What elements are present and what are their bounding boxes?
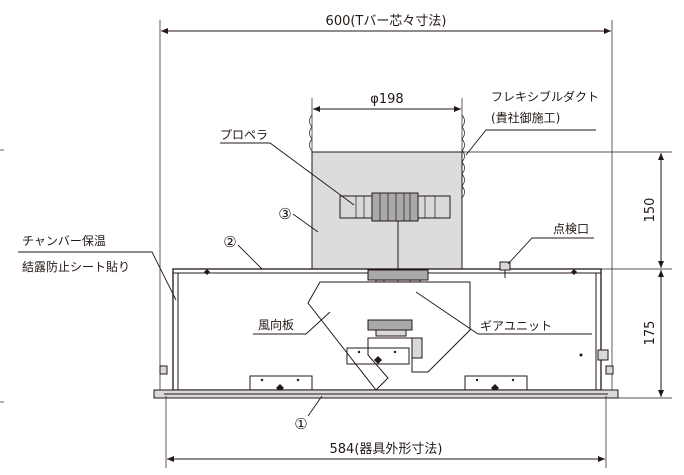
dimension-bottom-width-label: 584(器具外形寸法)	[330, 442, 443, 457]
bottom-panel	[153, 347, 619, 399]
inspection-port-knob	[499, 261, 511, 278]
dimension-top-width: 600(Tバー芯々寸法)	[159, 14, 613, 395]
dimension-body-height-label: 175	[643, 321, 658, 346]
chamber-label: チャンバー保温	[22, 234, 106, 248]
propeller-leader	[220, 142, 355, 206]
dimension-duct-diameter: φ198	[311, 92, 463, 152]
inspection-port-label: 点検口	[553, 222, 589, 236]
dimension-duct-height-label: 150	[643, 198, 658, 223]
chamber-sublabel: 結露防止シート貼り	[22, 259, 130, 274]
gear-unit-leader	[415, 291, 592, 335]
dimension-vertical: 150 175	[462, 151, 672, 399]
propeller	[339, 192, 451, 270]
flexible-duct-sublabel: (貴社御施工)	[491, 110, 560, 125]
dimension-duct-diameter-label: φ198	[370, 92, 403, 107]
chamber-leader	[18, 251, 177, 301]
dimension-top-width-label: 600(Tバー芯々寸法)	[326, 14, 447, 29]
louver	[307, 281, 471, 391]
louver-label: 風向板	[258, 317, 294, 332]
propeller-label: プロペラ	[220, 128, 268, 142]
dimension-bottom-width: 584(器具外形寸法)	[165, 396, 607, 468]
number-3: ③	[278, 205, 291, 223]
number-2: ②	[223, 233, 236, 251]
number-1: ①	[294, 415, 307, 433]
gear-unit-label: ギアユニット	[480, 319, 552, 333]
inspection-port-leader	[507, 237, 594, 265]
flexible-duct-leader	[465, 129, 596, 156]
flexible-duct-label: フレキシブルダクト	[491, 89, 599, 104]
louver-leader	[253, 311, 331, 335]
